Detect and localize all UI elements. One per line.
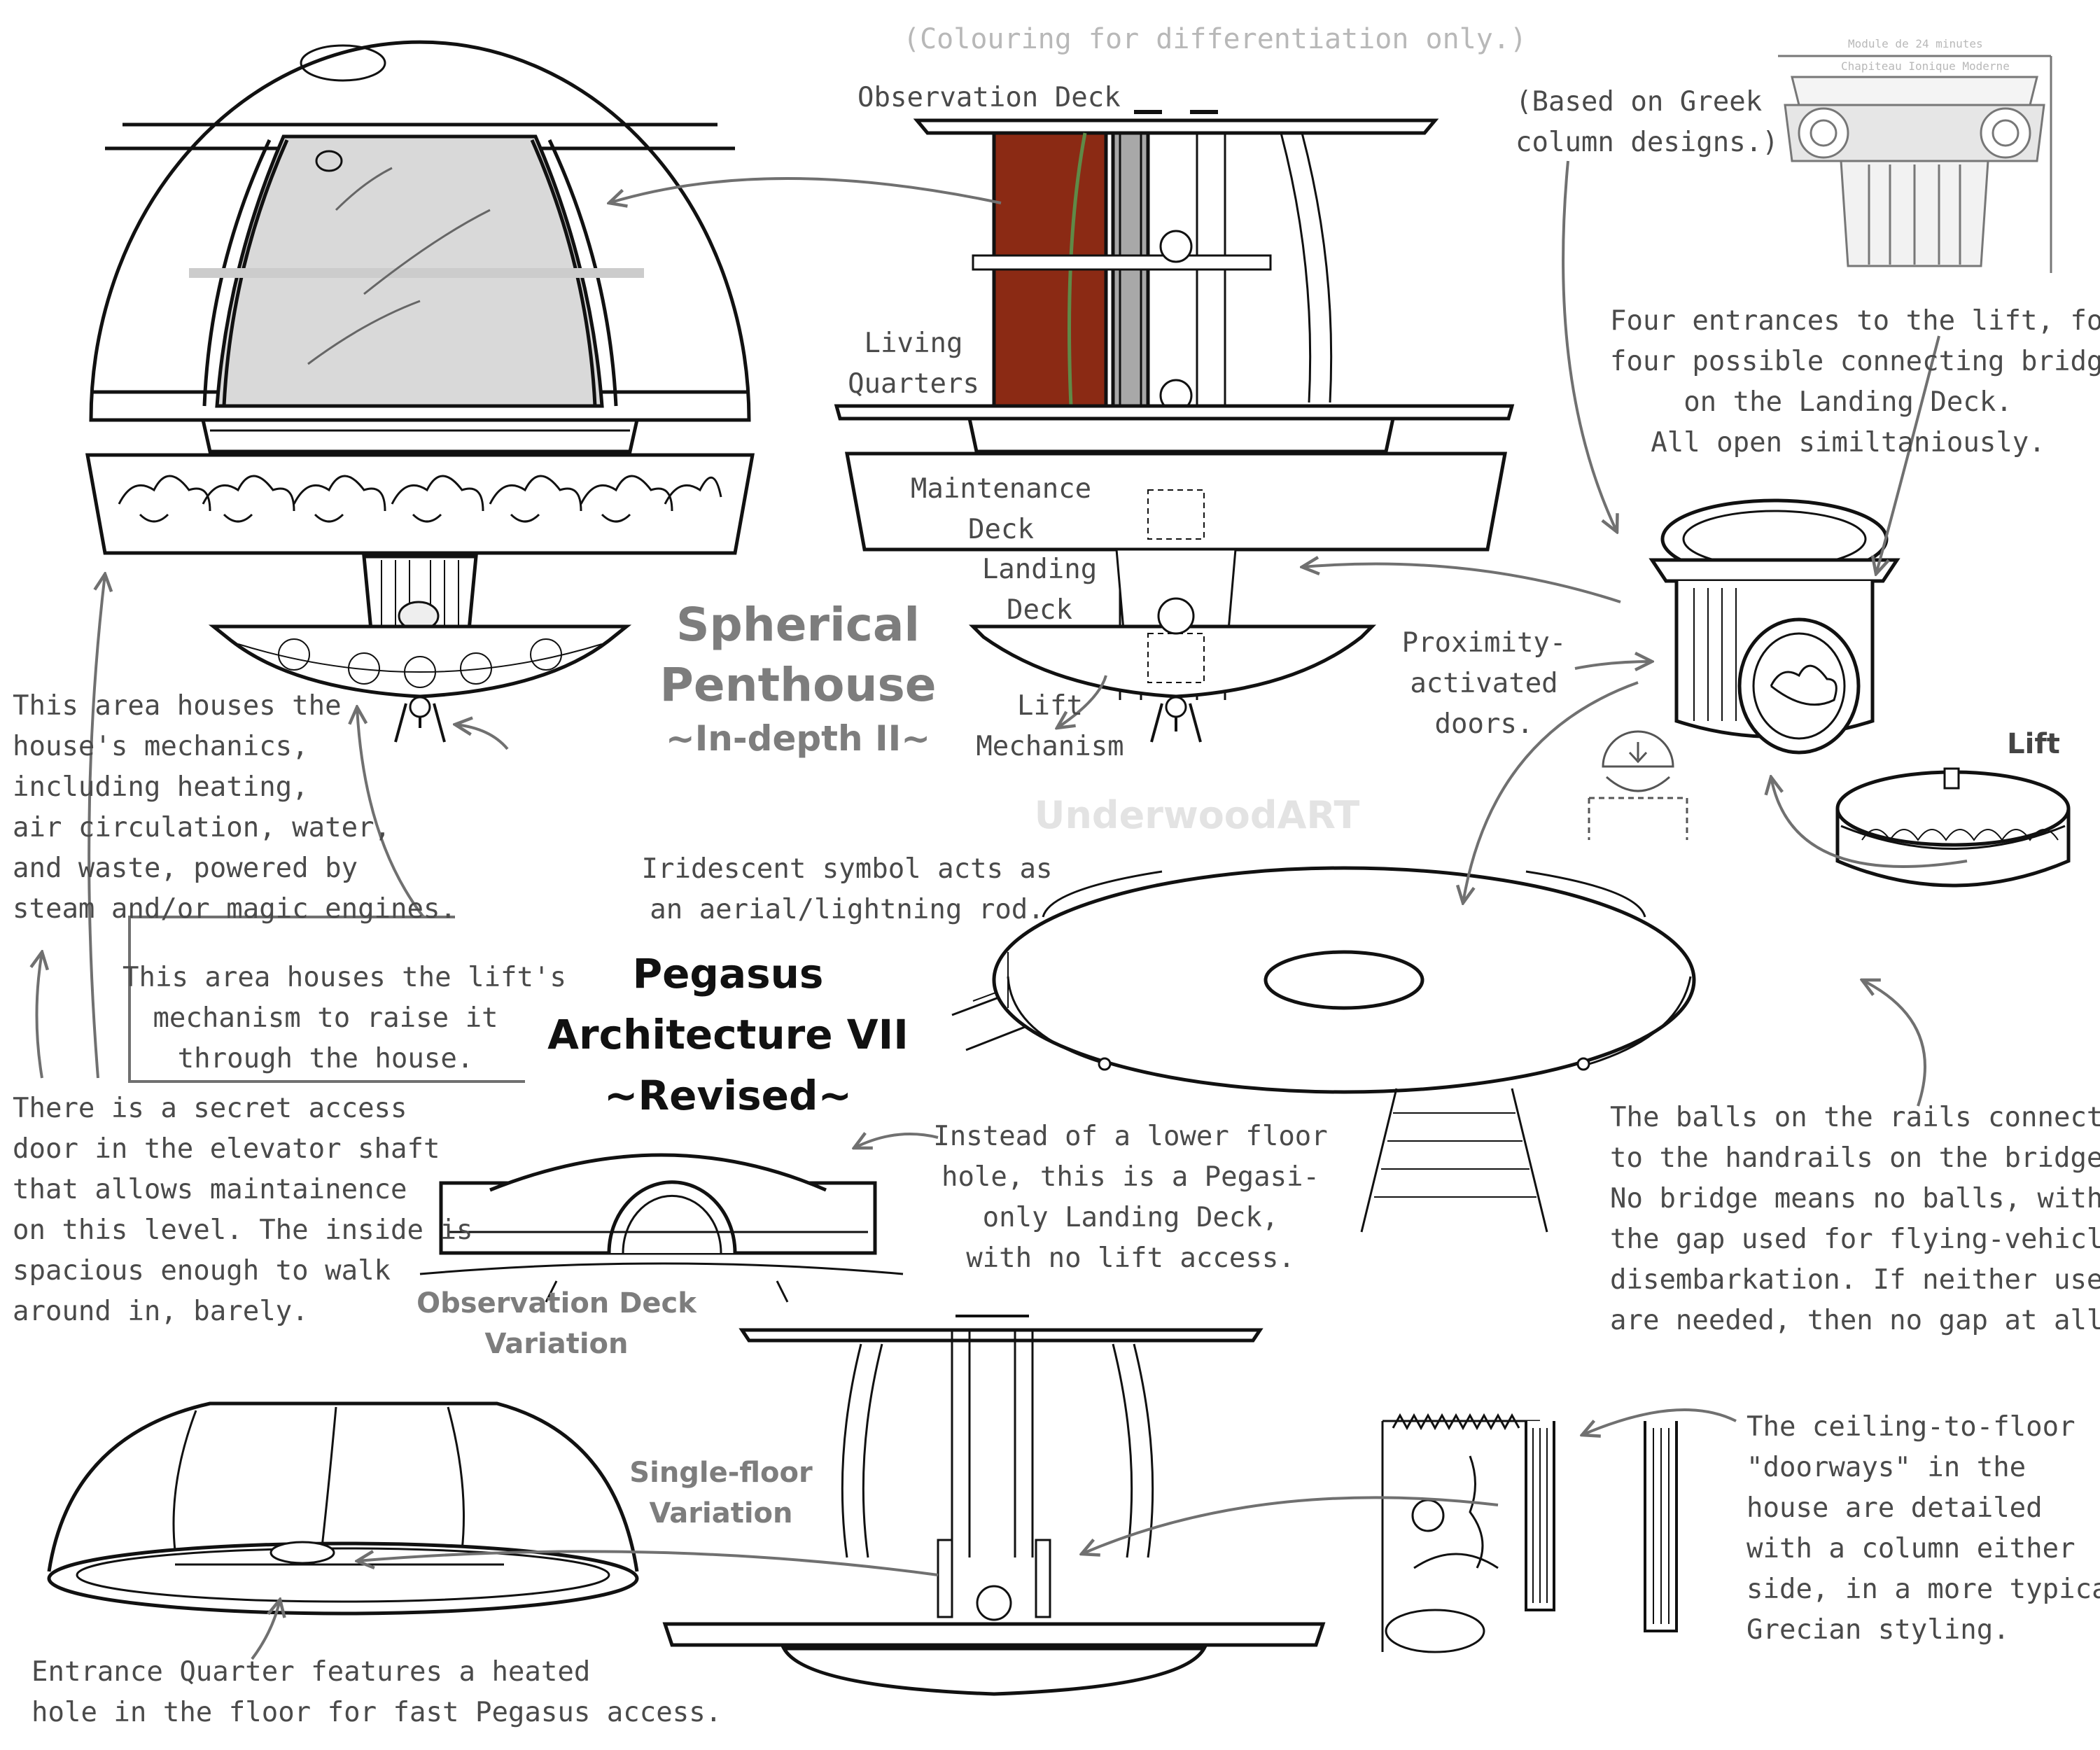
note-mechanics-1: This area houses the <box>13 690 342 722</box>
subtitle-pegasus: Pegasus <box>632 950 824 997</box>
note-lift-mechanism-1: This area houses the lift's <box>122 962 566 993</box>
label-living-quarters-1: Living <box>864 328 963 359</box>
note-secret-door-2: door in the elevator shaft <box>13 1133 440 1165</box>
note-secret-door-3: that allows maintainence <box>13 1174 407 1205</box>
note-mechanics-5: and waste, powered by <box>13 853 358 884</box>
label-lift-mechanism-1: Lift <box>1017 690 1083 722</box>
note-balls-3: No bridge means no balls, with <box>1610 1183 2100 1214</box>
doorway-sketch <box>1381 1413 1678 1653</box>
subtitle-revised: ~Revised~ <box>603 1072 853 1119</box>
note-greek-2: column designs.) <box>1516 127 1779 158</box>
lift-mechanism-note-box <box>128 916 525 1083</box>
label-landing-2: Deck <box>1007 594 1072 626</box>
note-entrance-2: hole in the floor for fast Pegasus acces… <box>31 1697 722 1728</box>
section-view <box>834 110 1515 743</box>
label-obs-variation-1: Observation Deck <box>416 1287 696 1320</box>
note-balls-4: the gap used for flying-vehicle <box>1610 1224 2100 1255</box>
lift-ring <box>1835 767 2071 888</box>
title-spherical: Spherical <box>676 598 920 652</box>
lift-cylinder <box>1648 498 1900 755</box>
label-single-floor-2: Variation <box>649 1497 793 1530</box>
note-lower-floor-3: only Landing Deck, <box>982 1202 1279 1233</box>
note-balls-2: to the handrails on the bridge. <box>1610 1142 2100 1174</box>
note-secret-door-1: There is a secret access <box>13 1093 407 1124</box>
note-doorways-6: Grecian styling. <box>1746 1614 2010 1646</box>
note-balls-1: The balls on the rails connect <box>1610 1102 2100 1133</box>
note-doorways-4: with a column either <box>1746 1533 2076 1564</box>
label-lift: Lift <box>2007 728 2060 760</box>
greek-column-sketch <box>1778 55 2052 273</box>
note-secret-door-6: around in, barely. <box>13 1296 309 1327</box>
label-proximity-1: Proximity- <box>1401 627 1567 659</box>
note-mechanics-2: house's mechanics, <box>13 731 309 762</box>
colouring-note: (Colouring for differentiation only.) <box>903 23 1527 55</box>
label-proximity-2: activated <box>1410 668 1558 699</box>
label-single-floor-1: Single-floor <box>629 1457 813 1489</box>
watermark: UnderwoodART <box>1034 793 1360 837</box>
entrance-quarter-dome <box>47 1401 639 1616</box>
label-landing-1: Landing <box>981 554 1098 585</box>
note-four-entrances-2: four possible connecting bridges <box>1610 346 2100 377</box>
label-observation-deck: Observation Deck <box>858 82 1121 113</box>
label-obs-variation-2: Variation <box>484 1328 629 1360</box>
landing-deck <box>951 866 1696 1233</box>
observation-deck-variation <box>419 1153 904 1303</box>
note-doorways-3: house are detailed <box>1746 1492 2043 1524</box>
note-doorways-2: "doorways" in the <box>1746 1452 2026 1483</box>
note-mechanics-6: steam and/or magic engines. <box>13 893 456 925</box>
single-floor-variation <box>662 1315 1326 1696</box>
note-entrance-1: Entrance Quarter features a heated <box>31 1656 591 1688</box>
title-penthouse: Penthouse <box>659 658 937 712</box>
note-four-entrances-3: on the Landing Deck. <box>1684 386 2012 418</box>
label-maintenance-2: Deck <box>968 514 1034 545</box>
label-maintenance-1: Maintenance <box>910 473 1092 505</box>
column-caption-2: Chapiteau Ionique Moderne <box>1841 59 2010 73</box>
subtitle-architecture: Architecture VII <box>547 1011 909 1058</box>
note-secret-door-5: spacious enough to walk <box>13 1255 391 1287</box>
annotation-arrows <box>37 160 1968 1660</box>
note-lower-floor-4: with no lift access. <box>966 1242 1295 1274</box>
note-four-entrances-4: All open similtaniously. <box>1651 427 2045 458</box>
lift-detail <box>1588 730 1688 840</box>
column-caption-1: Module de 24 minutes <box>1848 37 1983 50</box>
note-lift-mechanism-3: through the house. <box>177 1043 474 1074</box>
note-doorways-5: side, in a more typical <box>1746 1574 2100 1605</box>
note-greek-1: (Based on Greek <box>1516 86 1763 118</box>
note-iridescent-1: Iridescent symbol acts as <box>641 853 1053 885</box>
label-proximity-3: doors. <box>1434 708 1534 740</box>
label-lift-mechanism-2: Mechanism <box>976 731 1124 762</box>
note-lower-floor-1: Instead of a lower floor <box>933 1121 1328 1152</box>
note-iridescent-2: an aerial/lightning rod. <box>650 894 1044 925</box>
note-mechanics-3: including heating, <box>13 771 309 803</box>
note-mechanics-4: air circulation, water, <box>13 812 391 844</box>
title-in-depth: ~In-depth II~ <box>665 718 931 759</box>
note-doorways-1: The ceiling-to-floor <box>1746 1411 2076 1443</box>
note-lower-floor-2: hole, this is a Pegasi- <box>941 1161 1320 1193</box>
note-secret-door-4: on this level. The inside is <box>13 1214 473 1246</box>
sphere-penthouse <box>85 40 755 743</box>
note-balls-5: disembarkation. If neither uses <box>1610 1264 2100 1296</box>
note-four-entrances-1: Four entrances to the lift, for <box>1610 305 2100 337</box>
note-lift-mechanism-2: mechanism to raise it <box>153 1002 498 1034</box>
label-living-quarters-2: Quarters <box>848 368 979 400</box>
note-balls-6: are needed, then no gap at all. <box>1610 1305 2100 1336</box>
